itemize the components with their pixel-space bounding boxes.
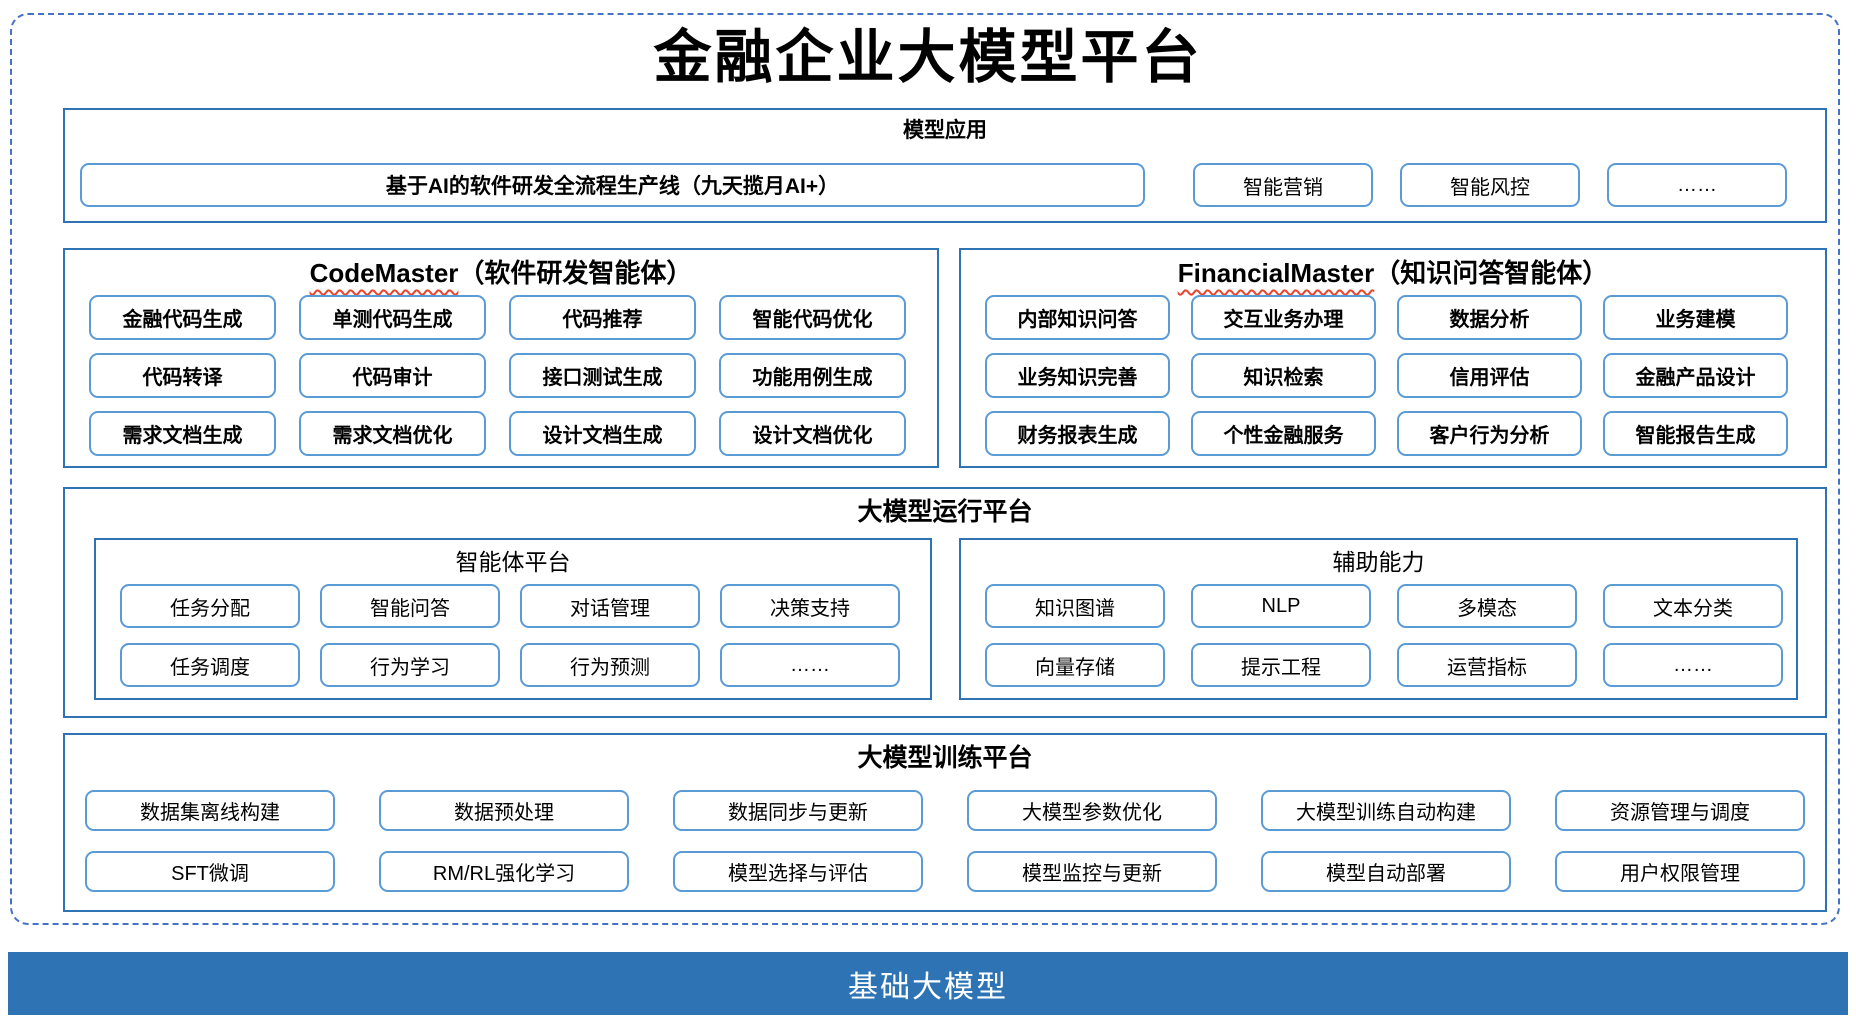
financialmaster-title-en: FinancialMaster [1177, 258, 1375, 288]
training-item: SFT微调 [85, 851, 335, 892]
training-item: 模型选择与评估 [673, 851, 923, 892]
financialmaster-title-zh: （知识问答智能体） [1374, 258, 1609, 288]
codemaster-item: 接口测试生成 [509, 353, 696, 398]
app-item-risk-control: 智能风控 [1400, 163, 1580, 207]
agent-platform-item: 任务调度 [120, 643, 300, 687]
agent-platform-item: 决策支持 [720, 584, 900, 628]
section-runtime-platform: 大模型运行平台 智能体平台 任务分配 智能问答 对话管理 决策支持 任务调度 行… [63, 487, 1827, 718]
training-item: 数据集离线构建 [85, 790, 335, 831]
training-item: 大模型参数优化 [967, 790, 1217, 831]
section-codemaster: CodeMaster（软件研发智能体） 金融代码生成 单测代码生成 代码推荐 智… [63, 248, 939, 468]
codemaster-item: 需求文档优化 [299, 411, 486, 456]
training-item: 资源管理与调度 [1555, 790, 1805, 831]
agent-platform-item-ellipsis: …… [720, 643, 900, 687]
training-item: RM/RL强化学习 [379, 851, 629, 892]
agent-platform-item: 任务分配 [120, 584, 300, 628]
agent-platform-item: 行为预测 [520, 643, 700, 687]
subsection-auxiliary-capabilities: 辅助能力 知识图谱 NLP 多模态 文本分类 向量存储 提示工程 运营指标 …… [959, 538, 1798, 700]
training-item: 大模型训练自动构建 [1261, 790, 1511, 831]
codemaster-grid: 金融代码生成 单测代码生成 代码推荐 智能代码优化 代码转译 代码审计 接口测试… [89, 295, 906, 456]
auxiliary-grid: 知识图谱 NLP 多模态 文本分类 向量存储 提示工程 运营指标 …… [985, 584, 1783, 687]
foundation-model-label: 基础大模型 [848, 970, 1008, 1004]
section-training-platform: 大模型训练平台 数据集离线构建 数据预处理 数据同步与更新 大模型参数优化 大模… [63, 733, 1827, 912]
runtime-platform-title: 大模型运行平台 [857, 498, 1033, 526]
agent-platform-item: 行为学习 [320, 643, 500, 687]
codemaster-item: 智能代码优化 [719, 295, 906, 340]
section-model-applications: 模型应用 基于AI的软件研发全流程生产线（九天揽月AI+） 智能营销 智能风控 … [63, 108, 1827, 223]
outer-dashed-frame [10, 13, 1840, 925]
codemaster-title-en: CodeMaster [309, 258, 459, 288]
pipeline-box: 基于AI的软件研发全流程生产线（九天揽月AI+） [80, 163, 1145, 207]
training-platform-grid: 数据集离线构建 数据预处理 数据同步与更新 大模型参数优化 大模型训练自动构建 … [85, 790, 1805, 892]
codemaster-item: 单测代码生成 [299, 295, 486, 340]
subsection-agent-platform: 智能体平台 任务分配 智能问答 对话管理 决策支持 任务调度 行为学习 行为预测… [94, 538, 932, 700]
foundation-model-bar: 基础大模型 [8, 952, 1848, 1015]
codemaster-item: 代码推荐 [509, 295, 696, 340]
auxiliary-item: 知识图谱 [985, 584, 1165, 628]
financialmaster-item: 内部知识问答 [985, 295, 1170, 340]
model-applications-title: 模型应用 [903, 119, 987, 142]
auxiliary-item: 文本分类 [1603, 584, 1783, 628]
model-applications-row: 基于AI的软件研发全流程生产线（九天揽月AI+） 智能营销 智能风控 …… [80, 163, 1787, 207]
financialmaster-item: 交互业务办理 [1191, 295, 1376, 340]
agent-platform-grid: 任务分配 智能问答 对话管理 决策支持 任务调度 行为学习 行为预测 …… [120, 584, 900, 687]
auxiliary-title: 辅助能力 [1332, 549, 1425, 575]
agent-platform-item: 智能问答 [320, 584, 500, 628]
financialmaster-item: 知识检索 [1191, 353, 1376, 398]
financialmaster-item: 金融产品设计 [1603, 353, 1788, 398]
training-item: 数据预处理 [379, 790, 629, 831]
app-item-marketing: 智能营销 [1193, 163, 1373, 207]
financialmaster-title: FinancialMaster（知识问答智能体） [961, 258, 1825, 289]
auxiliary-item: 向量存储 [985, 643, 1165, 687]
app-item-ellipsis: …… [1607, 163, 1787, 207]
codemaster-item: 代码转译 [89, 353, 276, 398]
auxiliary-item: 多模态 [1397, 584, 1577, 628]
auxiliary-item: NLP [1191, 584, 1371, 628]
financialmaster-item: 信用评估 [1397, 353, 1582, 398]
codemaster-item: 设计文档优化 [719, 411, 906, 456]
codemaster-title: CodeMaster（软件研发智能体） [65, 258, 937, 289]
codemaster-item: 金融代码生成 [89, 295, 276, 340]
financialmaster-item: 业务建模 [1603, 295, 1788, 340]
codemaster-item: 代码审计 [299, 353, 486, 398]
agent-platform-item: 对话管理 [520, 584, 700, 628]
codemaster-item: 功能用例生成 [719, 353, 906, 398]
training-item: 数据同步与更新 [673, 790, 923, 831]
financialmaster-item: 客户行为分析 [1397, 411, 1582, 456]
codemaster-title-zh: （软件研发智能体） [458, 258, 693, 288]
codemaster-item: 设计文档生成 [509, 411, 696, 456]
financialmaster-item: 财务报表生成 [985, 411, 1170, 456]
codemaster-item: 需求文档生成 [89, 411, 276, 456]
training-item: 模型自动部署 [1261, 851, 1511, 892]
training-platform-title: 大模型训练平台 [857, 744, 1033, 772]
financialmaster-item: 智能报告生成 [1603, 411, 1788, 456]
financialmaster-item: 业务知识完善 [985, 353, 1170, 398]
training-item: 用户权限管理 [1555, 851, 1805, 892]
agent-platform-title: 智能体平台 [455, 549, 571, 575]
section-financialmaster: FinancialMaster（知识问答智能体） 内部知识问答 交互业务办理 数… [959, 248, 1827, 468]
financialmaster-item: 数据分析 [1397, 295, 1582, 340]
auxiliary-item-ellipsis: …… [1603, 643, 1783, 687]
financialmaster-item: 个性金融服务 [1191, 411, 1376, 456]
financialmaster-grid: 内部知识问答 交互业务办理 数据分析 业务建模 业务知识完善 知识检索 信用评估… [985, 295, 1788, 456]
auxiliary-item: 提示工程 [1191, 643, 1371, 687]
auxiliary-item: 运营指标 [1397, 643, 1577, 687]
page-title: 金融企业大模型平台 [653, 23, 1203, 91]
training-item: 模型监控与更新 [967, 851, 1217, 892]
